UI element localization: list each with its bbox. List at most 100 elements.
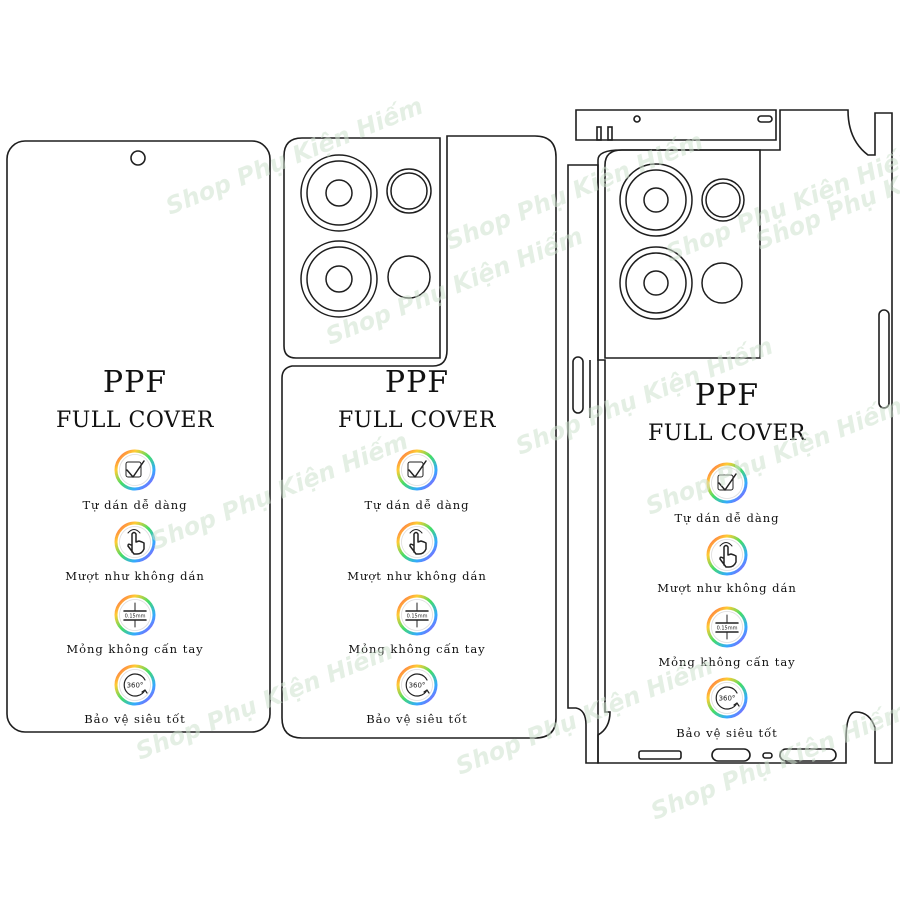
wrap-outline	[567, 164, 599, 764]
touch-hand-icon	[409, 529, 427, 555]
camera-lens-ring	[619, 163, 693, 237]
top-edge-slot	[607, 126, 613, 141]
icon-inner-ring	[711, 611, 743, 643]
icon-gradient-ring	[114, 594, 156, 636]
flash-circle	[701, 262, 743, 304]
feature-label: Mỏng không cấn tay	[66, 642, 203, 656]
full-wrap-skin-film	[567, 109, 893, 764]
ppf-title: PPF	[695, 378, 759, 413]
rotation-value: 360°	[127, 682, 144, 690]
thickness-icon: 0.15mm	[123, 602, 147, 628]
feature-label: Bảo vệ siêu tốt	[84, 712, 186, 726]
check-icon	[407, 460, 427, 478]
feature-item: 360° Bảo vệ siêu tốt	[366, 664, 468, 726]
feature-label: Tự dán dễ dàng	[364, 498, 469, 512]
thickness-icon: 0.15mm	[405, 602, 429, 628]
icon-inner-ring	[401, 599, 433, 631]
icon-inner-ring	[711, 682, 743, 714]
icon-gradient-ring	[114, 664, 156, 706]
mic-slot	[762, 752, 773, 759]
icon-gradient-ring	[114, 449, 156, 491]
camera-island-outline	[604, 149, 761, 359]
icon-inner-ring	[401, 526, 433, 558]
camera-lens-ring	[625, 252, 687, 314]
watermark-text: Shop Phụ Kiện Hiếm	[161, 91, 427, 221]
camera-lens-ring	[701, 178, 745, 222]
icon-gradient-ring	[114, 521, 156, 563]
camera-lens-ring	[705, 182, 741, 218]
front-film-outline	[6, 140, 271, 733]
camera-lens-core	[325, 179, 353, 207]
wrap-top-edge-strip	[575, 109, 777, 141]
full-cover-subtitle: FULL COVER	[338, 408, 497, 433]
back-film-outline	[281, 135, 557, 739]
camera-lens-ring	[306, 246, 372, 312]
ppf-title: PPF	[103, 365, 167, 400]
wrap-main-outline	[597, 109, 893, 764]
icon-gradient-ring	[396, 521, 438, 563]
rotate-360-icon: 360°	[405, 673, 430, 697]
thickness-icon: 0.15mm	[715, 614, 739, 640]
full-cover-subtitle: FULL COVER	[648, 421, 807, 446]
watermark-text: Shop Phụ Kiện Hiếm	[641, 391, 900, 521]
side-button-slot	[572, 356, 584, 414]
feature-item: Tự dán dễ dàng	[364, 449, 469, 512]
feature-label: Mỏng không cấn tay	[348, 642, 485, 656]
camera-lens-ring	[619, 246, 693, 320]
camera-lens-ring	[306, 160, 372, 226]
speaker-grille-slot	[638, 750, 682, 760]
rotation-value: 360°	[719, 695, 736, 703]
feature-label: Mượt như không dán	[347, 569, 487, 583]
charging-port-slot	[711, 748, 751, 762]
back-cover-film	[281, 135, 557, 739]
camera-lens-group	[619, 163, 745, 320]
icon-gradient-ring	[706, 606, 748, 648]
top-edge-mic-hole	[633, 115, 641, 123]
ppf-title: PPF	[385, 365, 449, 400]
feature-item: Mượt như không dán	[65, 521, 205, 583]
icon-gradient-ring	[396, 664, 438, 706]
icon-inner-ring	[119, 669, 151, 701]
touch-hand-icon	[719, 542, 737, 568]
check-icon	[125, 460, 145, 478]
icon-inner-ring	[119, 454, 151, 486]
top-edge-ir-slot	[757, 115, 773, 123]
rotate-360-icon: 360°	[715, 686, 740, 710]
side-button-slot	[878, 309, 890, 409]
feature-label: Mỏng không cấn tay	[658, 655, 795, 669]
thickness-value: 0.15mm	[125, 614, 146, 620]
thickness-value: 0.15mm	[717, 626, 738, 632]
watermark-text: Shop Phụ Kiện Hiếm	[646, 696, 900, 826]
icon-inner-ring	[119, 526, 151, 558]
camera-lens-core	[325, 265, 353, 293]
feature-label: Mượt như không dán	[657, 581, 797, 595]
icon-inner-ring	[401, 669, 433, 701]
feature-label: Bảo vệ siêu tốt	[366, 712, 468, 726]
icon-gradient-ring	[706, 677, 748, 719]
feature-item: Mượt như không dán	[657, 534, 797, 595]
camera-lens-core	[643, 270, 669, 296]
icon-gradient-ring	[396, 594, 438, 636]
icon-gradient-ring	[396, 449, 438, 491]
camera-lens-core	[643, 187, 669, 213]
top-edge-slot	[596, 126, 602, 141]
speaker-slot	[779, 748, 837, 762]
rotation-value: 360°	[409, 682, 426, 690]
feature-item: Tự dán dễ dàng	[674, 462, 779, 525]
feature-label: Mượt như không dán	[65, 569, 205, 583]
feature-label: Tự dán dễ dàng	[82, 498, 187, 512]
icon-inner-ring	[401, 454, 433, 486]
watermark-text: Shop Phụ Kiện Hiếm	[451, 651, 717, 781]
rotate-360-icon: 360°	[123, 673, 148, 697]
camera-lens-ring	[386, 168, 432, 214]
feature-item: Mượt như không dán	[347, 521, 487, 583]
front-screen-film	[6, 140, 271, 733]
